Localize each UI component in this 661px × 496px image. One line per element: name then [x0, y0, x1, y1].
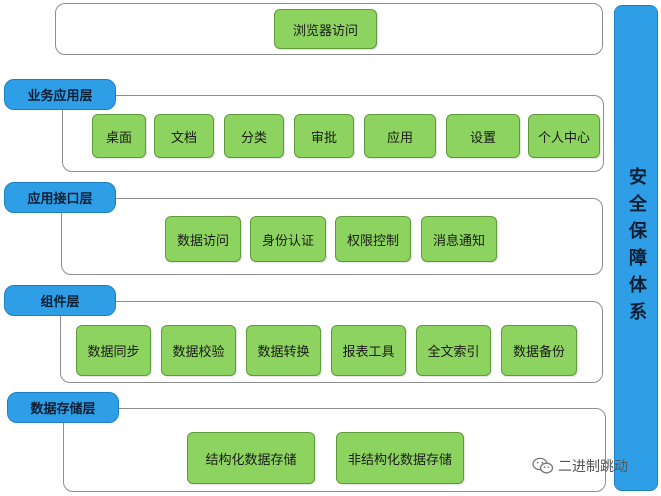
- security-system-bar: 安全保障体系: [614, 5, 658, 491]
- component-layer-title: 组件层: [4, 285, 116, 316]
- watermark-text: 二进制跳动: [558, 459, 628, 475]
- item-report-tools: 报表工具: [331, 325, 406, 376]
- watermark: 二进制跳动: [532, 456, 628, 476]
- item-fulltext-index: 全文索引: [416, 325, 491, 376]
- item-category: 分类: [224, 114, 284, 158]
- item-authentication: 身份认证: [250, 216, 326, 262]
- item-approval: 审批: [294, 114, 354, 158]
- item-personal-center: 个人中心: [528, 114, 600, 158]
- item-desktop: 桌面: [92, 114, 146, 158]
- security-system-label: 安全保障体系: [626, 167, 647, 329]
- item-unstructured-storage: 非结构化数据存储: [336, 432, 464, 484]
- item-structured-storage: 结构化数据存储: [187, 432, 315, 484]
- storage-layer-title: 数据存储层: [7, 392, 119, 423]
- interface-layer-panel: [61, 198, 603, 275]
- storage-layer-panel: [63, 408, 606, 492]
- item-data-conversion: 数据转换: [246, 325, 321, 376]
- item-message-notification: 消息通知: [421, 216, 497, 262]
- item-data-validation: 数据校验: [161, 325, 236, 376]
- item-settings: 设置: [446, 114, 520, 158]
- item-data-backup: 数据备份: [501, 325, 577, 376]
- item-application: 应用: [364, 114, 436, 158]
- item-data-access: 数据访问: [165, 216, 241, 262]
- wechat-icon: [532, 457, 554, 475]
- business-layer-title: 业务应用层: [4, 79, 116, 110]
- interface-layer-title: 应用接口层: [4, 182, 116, 213]
- browser-access-box: 浏览器访问: [274, 9, 377, 49]
- item-permission-control: 权限控制: [335, 216, 411, 262]
- item-document: 文档: [154, 114, 214, 158]
- item-data-sync: 数据同步: [76, 325, 151, 376]
